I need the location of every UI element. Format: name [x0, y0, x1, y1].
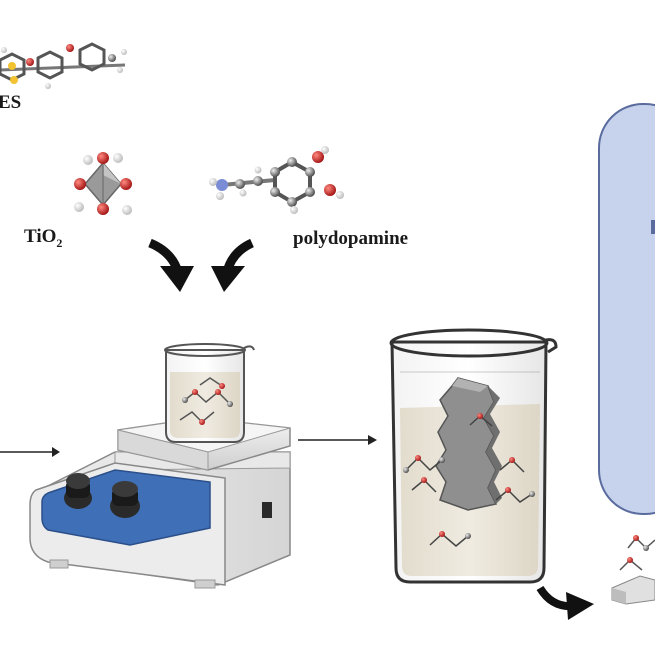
straight-arrow-icon [0, 447, 60, 457]
hot-plate-stirrer-icon [29, 417, 291, 589]
pes-molecule-icon [0, 42, 127, 89]
beaker-icon [164, 343, 255, 443]
molecule-atoms [403, 413, 535, 539]
reactor-tank-icon [598, 103, 655, 515]
pes-label: ES [0, 92, 22, 113]
curved-arrow-icon [536, 585, 594, 620]
straight-arrow-icon [298, 435, 377, 445]
tio2-molecule-icon [74, 152, 132, 215]
polydopamine-molecule-icon [209, 146, 344, 214]
membrane-icon [611, 535, 655, 605]
tio2-label: TiO2 [24, 226, 63, 250]
curved-arrow-icon [148, 238, 194, 292]
membrane-icon [435, 377, 502, 511]
curved-arrow-icon [211, 238, 255, 292]
polydopamine-label: polydopamine [293, 228, 409, 249]
